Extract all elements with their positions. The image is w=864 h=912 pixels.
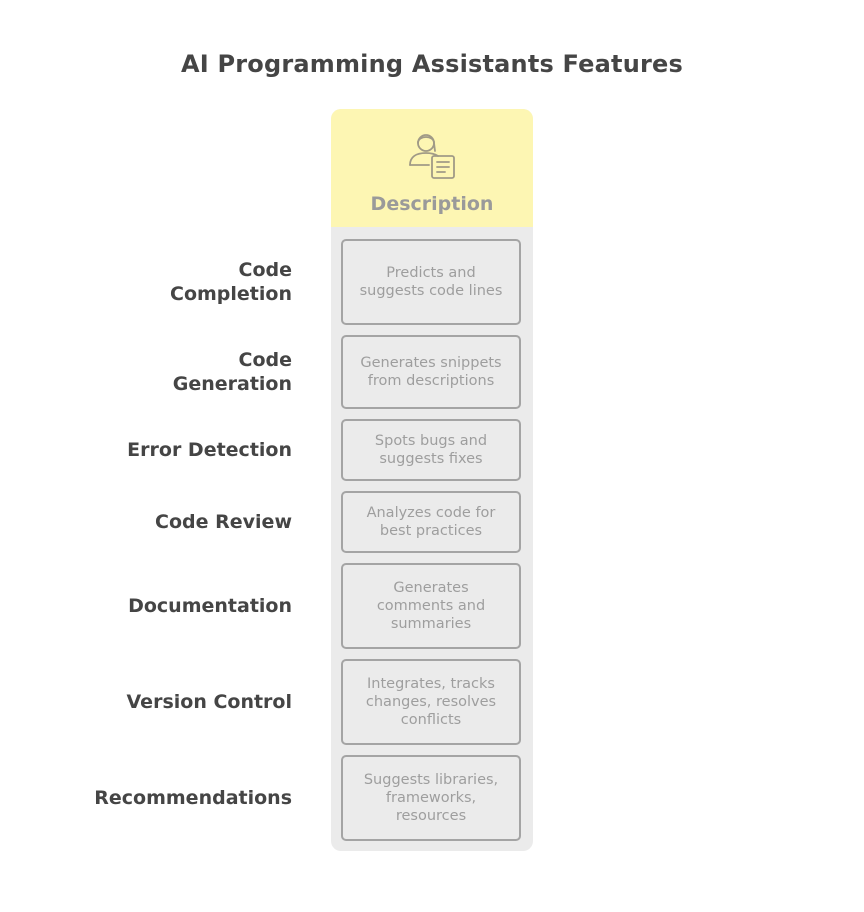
feature-label-line: Documentation	[128, 595, 292, 617]
description-cell: Spots bugs and suggests fixes	[341, 419, 521, 481]
feature-label: Code Review	[72, 491, 292, 553]
feature-label-line: Code	[238, 349, 292, 371]
feature-label: Documentation	[72, 563, 292, 649]
feature-label: Version Control	[72, 659, 292, 745]
feature-label: Error Detection	[72, 419, 292, 481]
feature-label: Recommendations	[72, 755, 292, 841]
feature-label-line: Error Detection	[127, 439, 292, 461]
description-cell: Generates snippets from descriptions	[341, 335, 521, 409]
column-header: Description	[331, 109, 533, 227]
person-document-icon	[409, 134, 455, 179]
description-cell: Integrates, tracks changes, resolves con…	[341, 659, 521, 745]
feature-label-line: Code Review	[155, 511, 292, 533]
feature-label-line: Version Control	[126, 691, 292, 713]
feature-label-line: Generation	[172, 373, 292, 395]
feature-label-line: Completion	[170, 283, 292, 305]
column-header-label: Description	[370, 193, 494, 215]
diagram-title: AI Programming Assistants Features	[180, 50, 684, 78]
description-cell: Generates comments and summaries	[341, 563, 521, 649]
description-cell: Analyzes code for best practices	[341, 491, 521, 553]
description-cell: Predicts and suggests code lines	[341, 239, 521, 325]
feature-label-line: Code	[238, 259, 292, 281]
description-cell: Suggests libraries, frameworks, resource…	[341, 755, 521, 841]
feature-label-line: Recommendations	[94, 787, 292, 809]
